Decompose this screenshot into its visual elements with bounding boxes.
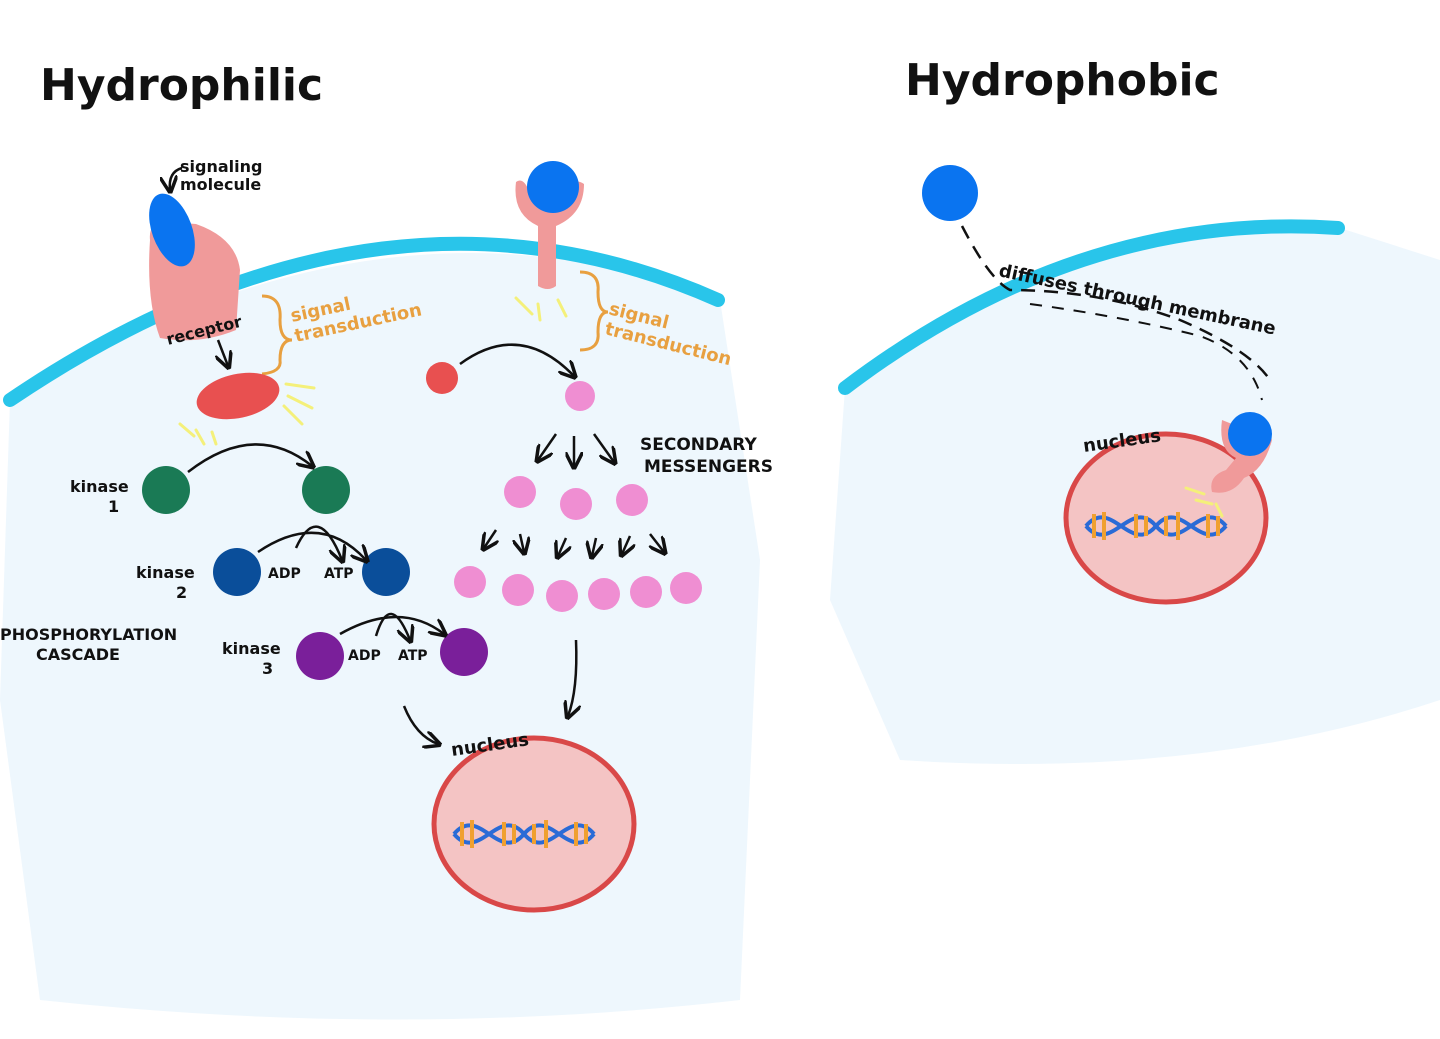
- transduction-brace-2: [579, 270, 609, 352]
- right-nucleus: nucleus: [1063, 412, 1272, 605]
- kinase1-arrow: [187, 443, 312, 473]
- relay-glow: [178, 382, 316, 446]
- messenger-arrow: [459, 343, 574, 376]
- kinase2-to-3-arrow: [374, 612, 410, 640]
- secondary-messengers-row2: [454, 566, 702, 612]
- kinase1-number: 1: [108, 497, 119, 516]
- messenger-arrows-1: [538, 433, 614, 466]
- atp-label-1: ATP: [324, 566, 354, 582]
- adp-label-2: ADP: [348, 648, 381, 664]
- kinase1-label: kinase: [70, 477, 129, 496]
- hydrophobic-title: Hydrophobic: [905, 55, 1220, 106]
- kinase1-to-2-arrow: [294, 525, 342, 560]
- transduction-brace-1: [261, 294, 293, 376]
- kinase2-number: 2: [176, 583, 187, 602]
- receptor-messenger: [514, 161, 584, 322]
- kinase2-inactive: [213, 548, 261, 596]
- signaling-molecule-label-2: molecule: [180, 175, 261, 194]
- kinase1-inactive: [142, 466, 190, 514]
- secondary-messenger-source: [565, 381, 595, 411]
- first-messenger: [426, 362, 458, 394]
- cascade-label-2: CASCADE: [36, 645, 120, 664]
- cascade-to-nucleus-arrow: [402, 705, 438, 744]
- arrow-to-relay: [218, 339, 228, 366]
- kinase2-label: kinase: [136, 563, 195, 582]
- messengers-to-nucleus-arrow: [568, 639, 576, 716]
- kinase3-number: 3: [262, 659, 273, 678]
- receptor2-glow: [514, 296, 568, 322]
- hydrophobic-signaling-molecule: [922, 165, 978, 221]
- signaling-molecule: [149, 193, 195, 267]
- kinase3-label: kinase: [222, 639, 281, 658]
- diffusion-path: [960, 225, 1272, 381]
- secondary-messengers-label-1: SECONDARY: [640, 435, 757, 455]
- hydrophilic-title: Hydrophilic: [40, 60, 323, 111]
- intracellular-glow: [1184, 486, 1224, 518]
- messenger-arrows-2: [484, 529, 664, 556]
- kinase-cascade: kinase 1 kinase 2 ADP ATP kinase 3 ADP A…: [0, 443, 488, 680]
- kinase1-active: [302, 466, 350, 514]
- left-dna-icon: [452, 820, 596, 848]
- intracellular-ligand: [1228, 412, 1272, 456]
- receptor-kinase: receptor signaling molecule: [149, 157, 262, 349]
- adp-label-1: ADP: [268, 566, 301, 582]
- left-nucleus: nucleus: [431, 729, 637, 913]
- secondary-messengers-row1: [504, 476, 648, 520]
- kinase2-arrow: [257, 531, 366, 560]
- diffusion-path-lower: [1029, 303, 1263, 401]
- right-dna-icon: [1084, 512, 1228, 540]
- relay-protein: [196, 372, 280, 420]
- signaling-molecule-arrow: [170, 166, 183, 190]
- kinase3-inactive: [296, 632, 344, 680]
- signaling-molecule-2: [527, 161, 579, 213]
- secondary-messengers-label-2: MESSENGERS: [644, 457, 773, 477]
- cascade-label-1: PHOSPHORYLATION: [0, 625, 177, 644]
- atp-label-2: ATP: [398, 648, 428, 664]
- kinase3-active: [440, 628, 488, 676]
- kinase2-active: [362, 548, 410, 596]
- signaling-molecule-label-1: signaling: [180, 157, 262, 176]
- right-membrane: [838, 219, 1345, 395]
- left-membrane: [3, 236, 725, 407]
